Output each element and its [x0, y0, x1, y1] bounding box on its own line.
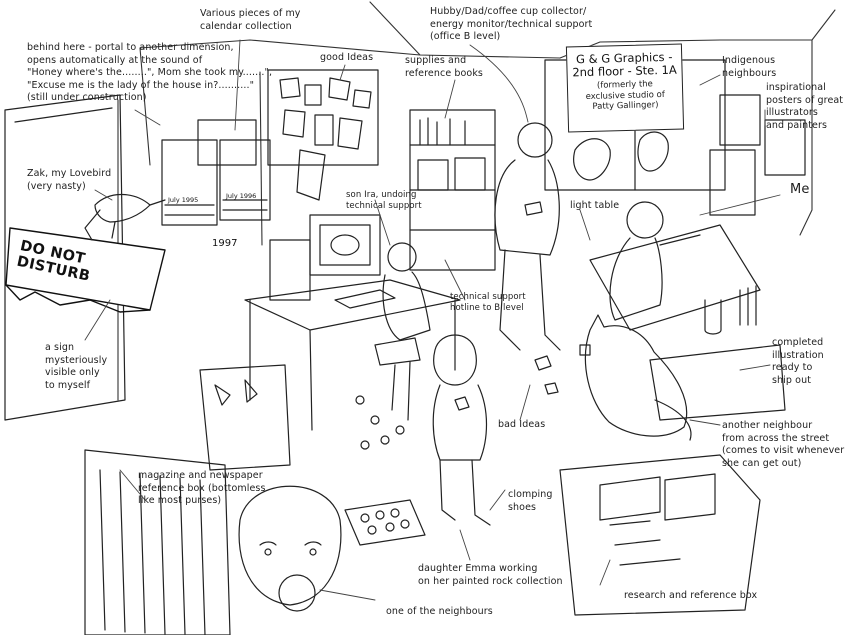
studio-sign: G & G Graphics - 2nd floor - Ste. 1A (fo… — [565, 43, 685, 133]
illustrator-posters — [709, 94, 806, 216]
label-hotline: technical support hotline to B level — [450, 292, 526, 313]
lovebird-drawing — [84, 193, 166, 241]
label-boy-neighbour: one of the neighbours — [386, 606, 493, 617]
calendar-year: 1997 — [212, 238, 238, 249]
magazine-box — [84, 449, 231, 635]
rock-tray — [344, 499, 426, 546]
portal-door — [4, 94, 126, 421]
label-shoes: clomping shoes — [508, 489, 553, 513]
son-figure — [374, 242, 431, 421]
label-hubby: Hubby/Dad/coffee cup collector/ energy m… — [430, 6, 593, 42]
label-light-table: light table — [570, 200, 620, 211]
boy-neighbour — [238, 485, 342, 612]
computer-desk — [244, 214, 461, 431]
studio-sign-floor: 2nd floor - Ste. 1A — [572, 62, 677, 80]
calendar-collection — [161, 119, 271, 226]
floor-clutter — [355, 344, 591, 450]
annotation-leaders — [84, 39, 781, 601]
label-research-box: research and reference box — [624, 590, 758, 601]
label-calendars: Various pieces of my calendar collection — [200, 8, 301, 32]
label-zak: Zak, my Lovebird (very nasty) — [27, 168, 112, 192]
label-portal: behind here - portal to another dimensio… — [27, 42, 273, 103]
artist-at-light-table — [589, 201, 761, 335]
label-emma: daughter Emma working on her painted roc… — [418, 563, 563, 587]
cat-neighbour — [584, 314, 786, 441]
studio-sign-note: (formerly the exclusive studio of Patty … — [585, 79, 665, 112]
label-bad-ideas: bad Ideas — [498, 419, 546, 430]
label-magazine-box: magazine and newspaper reference box (bo… — [138, 470, 266, 506]
label-posters: inspirational posters of great illustrat… — [766, 82, 844, 131]
idea-board — [267, 69, 379, 201]
calendar-label-1: July 1995 — [168, 196, 199, 204]
label-street-neighbour: another neighbour from across the street… — [722, 420, 845, 469]
label-son: son Ira, undoing technical support — [346, 190, 422, 211]
research-box — [559, 454, 761, 616]
emma-figure — [432, 334, 491, 526]
wastebasket — [199, 364, 291, 471]
label-indigenous-neighbours: Indigenous neighbours — [722, 55, 777, 79]
label-supplies: supplies and reference books — [405, 55, 483, 79]
do-not-disturb-sign — [5, 227, 166, 313]
label-good-ideas: good Ideas — [320, 52, 374, 63]
calendar-label-2: July 1996 — [226, 192, 257, 200]
label-sign: a sign mysteriously visible only to myse… — [45, 342, 108, 391]
label-completed: completed illustration ready to ship out — [772, 337, 824, 386]
hubby-figure — [494, 122, 561, 351]
label-me: Me — [790, 182, 810, 197]
supply-shelves — [409, 109, 496, 271]
